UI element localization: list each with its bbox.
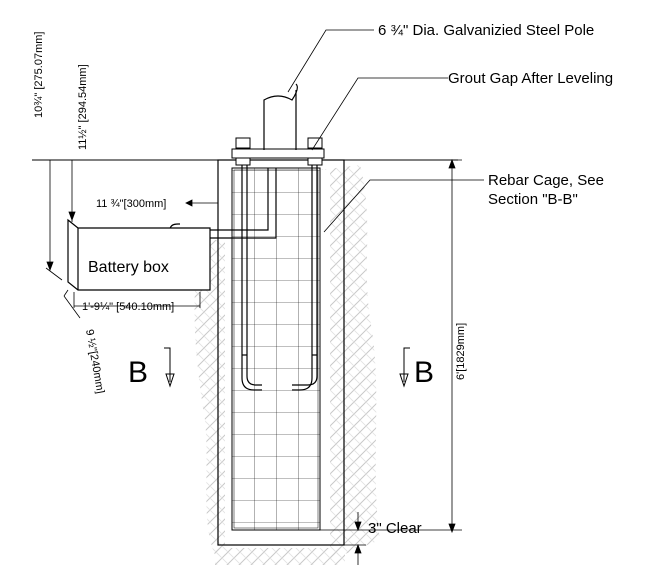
section-label-right: B (414, 356, 434, 389)
rebar-cage-label-line1: Rebar Cage, See (488, 172, 604, 189)
depth-dimension-lines (320, 158, 462, 565)
concrete-foundation (217, 159, 345, 546)
section-marker-left (164, 347, 175, 388)
section-marker-right (399, 347, 410, 388)
steel-pole (263, 83, 298, 150)
pole-label: 6 ¾" Dia. Galvanizied Steel Pole (378, 22, 594, 39)
box-offset-dimension: 11 ¾"[300mm] (96, 198, 166, 210)
box-width-dimension: 1'-9¼" [540.10mm] (82, 301, 174, 313)
battery-box-label: Battery box (88, 259, 169, 276)
box-height-dimension: 10¾" [275.07mm] (33, 32, 45, 118)
base-plate (231, 137, 325, 166)
battery-box (67, 218, 211, 291)
box-depth-dimension: 9 ½"[240mm] (83, 328, 106, 394)
grout-gap-label: Grout Gap After Leveling (448, 70, 613, 87)
anchor-bolts (241, 146, 318, 391)
foundation-depth-dimension: 6'[1829mm] (455, 323, 467, 380)
soil-hatch (194, 165, 380, 565)
box-dimension-lines (45, 160, 218, 319)
clear-cover-label: 3" Clear (368, 520, 422, 537)
section-label-left: B (128, 356, 148, 389)
rebar-cage-label-line2: Section "B-B" (488, 191, 578, 208)
box-top-depth-dimension: 11½" [294.54mm] (77, 64, 89, 150)
leader-lines (287, 29, 484, 233)
